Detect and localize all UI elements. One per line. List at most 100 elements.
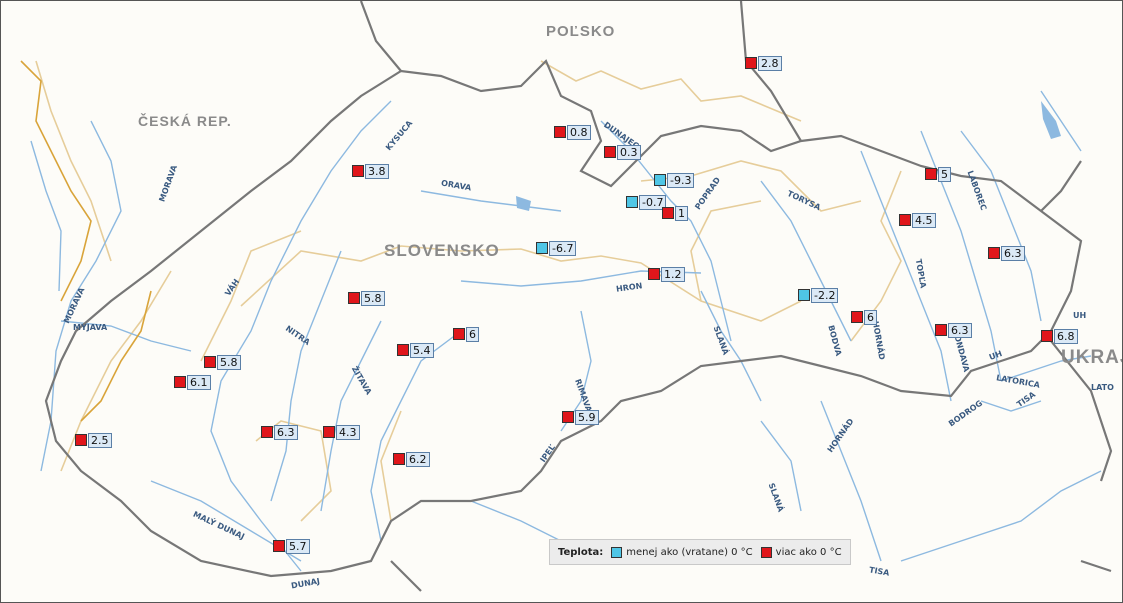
river-label-myjava: MYJAVA <box>73 323 108 332</box>
station-marker[interactable]: 5 <box>925 166 951 182</box>
station-marker[interactable]: 5.8 <box>204 354 241 370</box>
temperature-value: 6.8 <box>1054 328 1078 344</box>
warm-marker-icon <box>988 247 1000 259</box>
station-marker[interactable]: -0.7 <box>626 194 667 210</box>
warm-marker-icon <box>204 356 216 368</box>
station-marker[interactable]: 4.5 <box>899 212 936 228</box>
temperature-value: 4.5 <box>912 212 936 228</box>
temperature-value: 2.5 <box>88 432 112 448</box>
temperature-value: 5.9 <box>575 409 599 425</box>
country-label-slovakia: SLOVENSKO <box>384 241 500 260</box>
temperature-value: -9.3 <box>667 172 695 188</box>
station-marker[interactable]: -9.3 <box>654 172 695 188</box>
legend-cold-label: menej ako (vratane) 0 °C <box>626 546 753 558</box>
warm-marker-icon <box>562 411 574 423</box>
temperature-value: 6.3 <box>948 322 972 338</box>
station-marker[interactable]: 6.1 <box>174 374 211 390</box>
warm-marker-icon <box>554 126 566 138</box>
warm-marker-icon <box>397 344 409 356</box>
state-borders <box>44 1 1113 592</box>
station-marker[interactable]: 6.2 <box>393 451 430 467</box>
station-marker[interactable]: 5.8 <box>348 290 385 306</box>
warm-marker-icon <box>935 324 947 336</box>
warm-marker-icon <box>851 311 863 323</box>
temperature-value: -0.7 <box>639 194 667 210</box>
warm-marker-icon <box>261 426 273 438</box>
warm-marker-icon <box>745 57 757 69</box>
temperature-value: 5 <box>938 166 951 182</box>
station-marker[interactable]: 0.8 <box>554 124 591 140</box>
temperature-value: -6.7 <box>549 240 577 256</box>
station-marker[interactable]: 4.3 <box>323 424 360 440</box>
temperature-value: 3.8 <box>365 163 389 179</box>
river-label-latorica-ukraine: LATO <box>1091 383 1114 392</box>
legend-title: Teplota: <box>558 546 604 558</box>
station-marker[interactable]: 6 <box>851 309 877 325</box>
temperature-value: 0.8 <box>567 124 591 140</box>
temperature-value: 4.3 <box>336 424 360 440</box>
country-label-ukraine: UKRAJ <box>1061 347 1122 368</box>
warm-marker-icon <box>662 207 674 219</box>
temperature-value: 6.3 <box>274 424 298 440</box>
temperature-value: 0.3 <box>617 144 641 160</box>
temperature-value: 5.7 <box>286 538 310 554</box>
cold-marker-icon <box>654 174 666 186</box>
temperature-value: 6 <box>864 309 877 325</box>
warm-marker-icon <box>925 168 937 180</box>
temperature-value: 6 <box>466 326 479 342</box>
legend-warm-label: viac ako 0 °C <box>775 546 842 558</box>
station-marker[interactable]: 1 <box>662 205 688 221</box>
warm-marker-icon <box>174 376 186 388</box>
station-marker[interactable]: 5.7 <box>273 538 310 554</box>
map-legend: Teplota: menej ako (vratane) 0 °C viac a… <box>549 539 851 565</box>
station-marker[interactable]: 2.5 <box>75 432 112 448</box>
warm-marker-icon <box>323 426 335 438</box>
warm-marker-icon <box>348 292 360 304</box>
station-marker[interactable]: -2.2 <box>798 287 839 303</box>
river-label-uh-ukraine: UH <box>1073 311 1087 320</box>
temperature-value: 6.2 <box>406 451 430 467</box>
station-marker[interactable]: 6.8 <box>1041 328 1078 344</box>
station-marker[interactable]: 5.4 <box>397 342 434 358</box>
station-marker[interactable]: 6.3 <box>935 322 972 338</box>
western-border <box>20 60 152 422</box>
temperature-value: 5.4 <box>410 342 434 358</box>
station-marker[interactable]: 6.3 <box>988 245 1025 261</box>
temperature-value: 2.8 <box>758 55 782 71</box>
station-marker[interactable]: 3.8 <box>352 163 389 179</box>
station-marker[interactable]: 5.9 <box>562 409 599 425</box>
warm-marker-icon <box>352 165 364 177</box>
warm-marker-icon <box>453 328 465 340</box>
warm-marker-icon <box>273 540 285 552</box>
lake <box>1041 101 1061 139</box>
warm-marker-icon <box>393 453 405 465</box>
cold-marker-icon <box>536 242 548 254</box>
warm-legend-swatch-icon <box>760 546 772 558</box>
station-marker[interactable]: 6.3 <box>261 424 298 440</box>
warm-marker-icon <box>899 214 911 226</box>
station-marker[interactable]: -6.7 <box>536 240 577 256</box>
basin-boundaries <box>35 60 902 522</box>
station-marker[interactable]: 1.2 <box>648 266 685 282</box>
cold-legend-swatch-icon <box>611 546 623 558</box>
warm-marker-icon <box>1041 330 1053 342</box>
temperature-value: 5.8 <box>217 354 241 370</box>
cold-marker-icon <box>798 289 810 301</box>
country-label-poland: POĽSKO <box>546 23 616 40</box>
temperature-value: 1.2 <box>661 266 685 282</box>
temperature-value: 6.3 <box>1001 245 1025 261</box>
temperature-value: -2.2 <box>811 287 839 303</box>
temperature-value: 1 <box>675 205 688 221</box>
reservoir <box>516 196 531 211</box>
station-marker[interactable]: 0.3 <box>604 144 641 160</box>
cold-marker-icon <box>626 196 638 208</box>
country-label-czech: ČESKÁ REP. <box>138 113 232 129</box>
station-marker[interactable]: 6 <box>453 326 479 342</box>
temperature-value: 5.8 <box>361 290 385 306</box>
warm-marker-icon <box>648 268 660 280</box>
warm-marker-icon <box>604 146 616 158</box>
warm-marker-icon <box>75 434 87 446</box>
station-marker[interactable]: 2.8 <box>745 55 782 71</box>
